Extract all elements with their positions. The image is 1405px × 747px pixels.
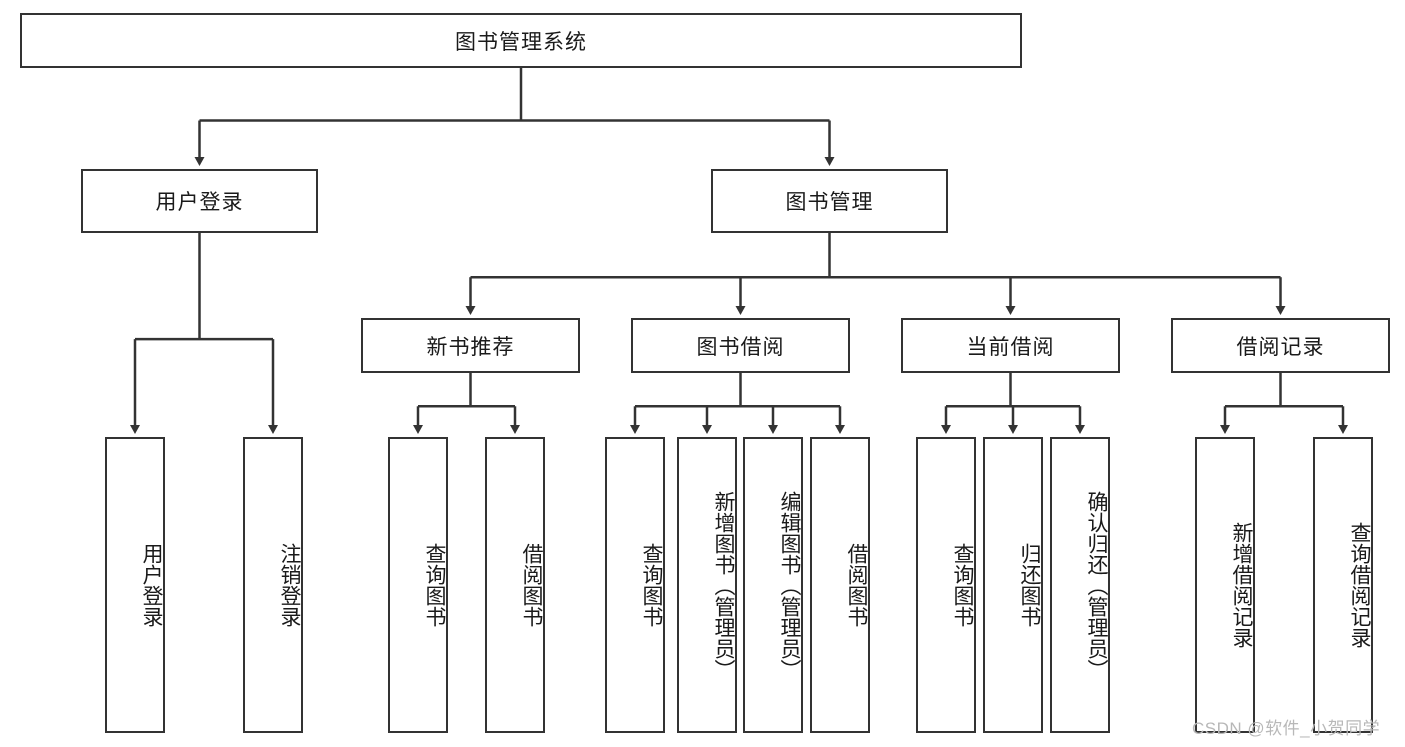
connector-book-borrow-to-leaves: [630, 373, 845, 434]
node-user-login[interactable]: 用户登录: [81, 169, 318, 233]
node-current-borrow[interactable]: 当前借阅: [901, 318, 1120, 373]
node-new-book-rec-label: 新书推荐: [426, 335, 515, 359]
node-borrow-record-label: 借阅记录: [1236, 335, 1325, 359]
connector-new-book-rec-to-leaves: [413, 373, 520, 434]
connector-book-manage-to-level3: [465, 233, 1286, 315]
node-borrow-record[interactable]: 借阅记录: [1171, 318, 1390, 373]
node-root-label: 图书管理系统: [455, 30, 587, 54]
connector-user-login-to-leaves: [130, 233, 278, 434]
node-leaf-query-book-3-label: 查询图书: [951, 543, 974, 627]
connector-current-borrow-to-leaves: [941, 373, 1085, 434]
node-leaf-borrow-book-2[interactable]: 借阅图书: [810, 437, 870, 733]
node-leaf-edit-book[interactable]: 编辑图书（管理员）: [743, 437, 803, 733]
node-leaf-confirm-return[interactable]: 确认归还（管理员）: [1050, 437, 1110, 733]
node-leaf-query-book-1[interactable]: 查询图书: [388, 437, 448, 733]
node-leaf-borrow-book-2-label: 借阅图书: [845, 543, 868, 627]
node-leaf-query-book-2[interactable]: 查询图书: [605, 437, 665, 733]
node-leaf-add-book-label: 新增图书（管理员）: [712, 490, 735, 680]
node-leaf-add-book[interactable]: 新增图书（管理员）: [677, 437, 737, 733]
node-new-book-rec[interactable]: 新书推荐: [361, 318, 580, 373]
node-leaf-query-book-3[interactable]: 查询图书: [916, 437, 976, 733]
node-leaf-query-record[interactable]: 查询借阅记录: [1313, 437, 1373, 733]
node-leaf-borrow-book-1-label: 借阅图书: [520, 543, 543, 627]
node-root[interactable]: 图书管理系统: [20, 13, 1022, 68]
node-leaf-query-book-1-label: 查询图书: [423, 543, 446, 627]
node-leaf-user-login[interactable]: 用户登录: [105, 437, 165, 733]
node-leaf-user-login-label: 用户登录: [140, 543, 163, 627]
connector-root-to-level2: [194, 68, 835, 166]
node-leaf-logout[interactable]: 注销登录: [243, 437, 303, 733]
node-leaf-edit-book-label: 编辑图书（管理员）: [778, 490, 801, 680]
node-book-borrow[interactable]: 图书借阅: [631, 318, 850, 373]
node-leaf-return-book[interactable]: 归还图书: [983, 437, 1043, 733]
node-leaf-borrow-book-1[interactable]: 借阅图书: [485, 437, 545, 733]
node-leaf-add-record-label: 新增借阅记录: [1230, 522, 1253, 648]
node-leaf-confirm-return-label: 确认归还（管理员）: [1085, 490, 1108, 680]
node-book-manage-label: 图书管理: [785, 191, 874, 214]
node-leaf-query-book-2-label: 查询图书: [640, 543, 663, 627]
node-leaf-query-record-label: 查询借阅记录: [1348, 522, 1371, 648]
node-leaf-add-record[interactable]: 新增借阅记录: [1195, 437, 1255, 733]
node-user-login-label: 用户登录: [155, 191, 244, 214]
node-book-manage[interactable]: 图书管理: [711, 169, 948, 233]
node-leaf-logout-label: 注销登录: [278, 543, 301, 627]
node-book-borrow-label: 图书借阅: [696, 335, 785, 359]
connector-borrow-record-to-leaves: [1220, 373, 1348, 434]
node-leaf-return-book-label: 归还图书: [1018, 543, 1041, 627]
node-current-borrow-label: 当前借阅: [966, 335, 1055, 359]
